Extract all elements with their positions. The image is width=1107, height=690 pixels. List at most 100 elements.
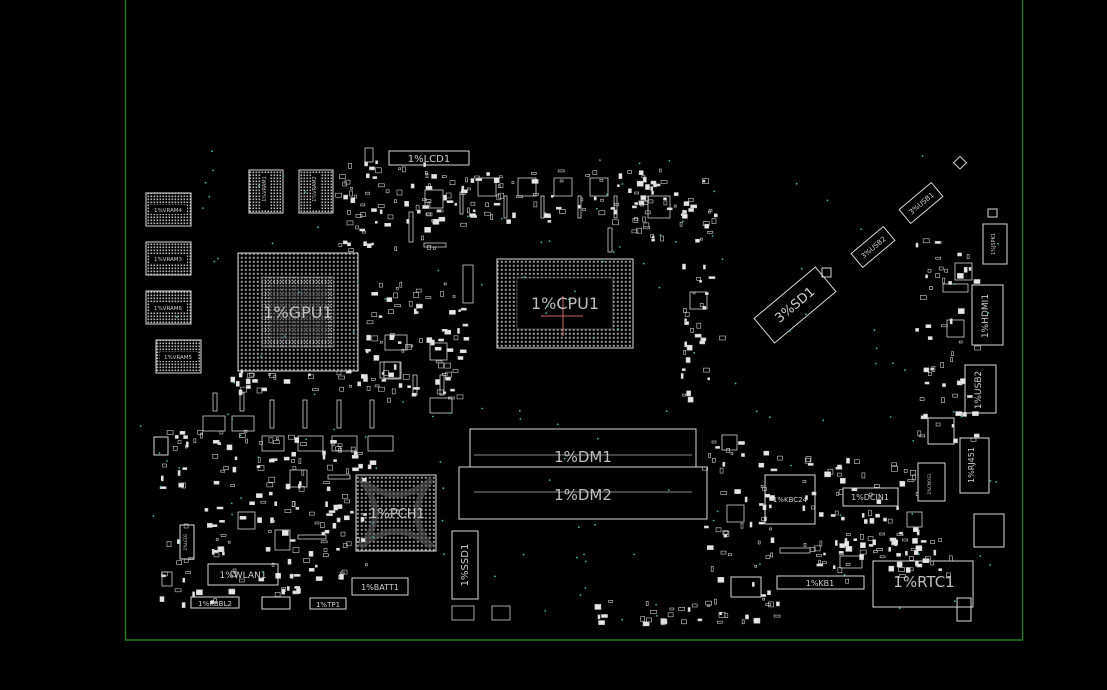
cpu-package[interactable]: 1%CPU1: [496, 258, 634, 349]
pch-package[interactable]: 1%PCH1: [355, 474, 437, 552]
smd-pad: [645, 601, 649, 606]
sd-label: 3%SD1: [772, 284, 818, 326]
smd-pad: [292, 466, 297, 470]
smd-pad: [597, 614, 601, 620]
smd-pad: [879, 532, 885, 536]
via: [583, 553, 585, 556]
smd-pad: [836, 472, 842, 477]
smd-pad: [469, 213, 476, 217]
smd-pad: [161, 571, 168, 577]
via: [904, 369, 906, 371]
smd-pad: [223, 466, 229, 470]
smd-pad: [307, 374, 314, 380]
smd-pad: [404, 201, 409, 207]
tp-connector[interactable]: 1%TP1: [309, 597, 347, 610]
via: [375, 467, 378, 470]
via: [822, 419, 825, 422]
smd-pad: [640, 616, 646, 622]
smd-pad: [359, 228, 366, 232]
smd-pad: [905, 567, 911, 573]
smd-pad: [687, 396, 694, 403]
smd-pad: [715, 527, 722, 533]
smd-pad: [220, 469, 226, 473]
smd-pad: [970, 437, 977, 442]
smd-pad: [702, 466, 708, 471]
smd-pad: [166, 430, 174, 435]
smd-pad: [636, 180, 644, 187]
usb-side-connector[interactable]: 1%USB2: [964, 364, 997, 414]
via: [711, 235, 714, 237]
smd-pad: [435, 360, 443, 364]
smd-pad: [454, 203, 458, 206]
usb1-port[interactable]: 3%USB1: [898, 181, 944, 225]
smd-pad: [425, 186, 433, 190]
smd-pad: [213, 480, 220, 485]
smd-pad: [474, 175, 480, 179]
smd-pad: [314, 521, 320, 525]
kbc-chip[interactable]: 1%KBC24: [764, 474, 816, 525]
smd-pad: [924, 556, 931, 561]
smd-pad: [741, 619, 745, 625]
smd-pad: [744, 496, 748, 503]
smd-pad: [931, 366, 936, 372]
smd-pad: [175, 435, 179, 439]
via: [579, 594, 582, 596]
rj45-connector[interactable]: 1%RJ451: [959, 437, 990, 494]
via: [545, 312, 548, 314]
via: [721, 258, 724, 260]
corner-pad: [973, 513, 1005, 548]
via: [257, 456, 260, 459]
smd-pad: [226, 444, 233, 451]
lcd-connector[interactable]: 1%LCD1: [388, 150, 470, 166]
via: [989, 480, 992, 482]
smd-pad: [340, 531, 346, 537]
via: [596, 207, 598, 210]
smd-pad: [367, 464, 372, 470]
smd-pad: [745, 614, 749, 620]
smd-pad: [247, 373, 254, 378]
via: [621, 183, 624, 185]
rtc-connector[interactable]: 1%RTC1: [872, 560, 974, 608]
smd-pad: [445, 376, 451, 381]
smd-pad: [973, 433, 980, 438]
smd-pad: [547, 220, 552, 223]
kbbl-connector[interactable]: 1%KBBL2: [190, 596, 240, 609]
smd-pad: [768, 504, 772, 509]
dimm2-slot[interactable]: 1%DM2: [458, 466, 708, 520]
led-connector[interactable]: 1%LED1: [179, 524, 195, 560]
batt-connector[interactable]: 1%BATT1: [351, 577, 409, 596]
smd-pad: [328, 510, 336, 513]
smd-pad: [974, 345, 981, 351]
smd-pad: [530, 172, 537, 175]
smd-pad: [413, 387, 420, 390]
smd-pad: [834, 540, 838, 546]
gpu-package[interactable]: 1%GPU1: [237, 252, 359, 372]
kb-connector[interactable]: 1%KB1: [776, 575, 865, 590]
via: [213, 260, 216, 263]
smd-pad: [426, 337, 433, 343]
smd-pad: [957, 273, 964, 279]
jspk-connector[interactable]: 1%JSPK1: [982, 223, 1008, 265]
smd-pad: [346, 220, 354, 226]
smd-pad: [410, 183, 415, 189]
via: [227, 413, 229, 416]
smd-pad: [219, 430, 224, 435]
ssd-connector[interactable]: 1%SSD1: [451, 530, 479, 600]
smd-pad: [271, 519, 275, 523]
smd-pad: [764, 493, 771, 498]
smd-pad: [711, 457, 716, 463]
smd-pad: [730, 452, 734, 455]
smd-pad: [423, 162, 426, 167]
dimm1-slot[interactable]: 1%DM1: [469, 428, 697, 468]
sd-slot[interactable]: 3%SD1: [753, 266, 837, 344]
usb2-port[interactable]: 3%USB2: [850, 225, 896, 269]
smd-pad: [533, 201, 538, 208]
smd-pad: [424, 227, 431, 233]
dcin-connector[interactable]: 1%DCIN1: [842, 487, 899, 507]
smd-pad: [722, 530, 729, 535]
via: [576, 556, 578, 559]
smd-pad: [298, 481, 302, 486]
hdmi-connector[interactable]: 1%HDMI1: [971, 284, 1004, 346]
smd-pad: [673, 204, 677, 208]
vram5-label: 1%VRAM5: [164, 355, 193, 361]
